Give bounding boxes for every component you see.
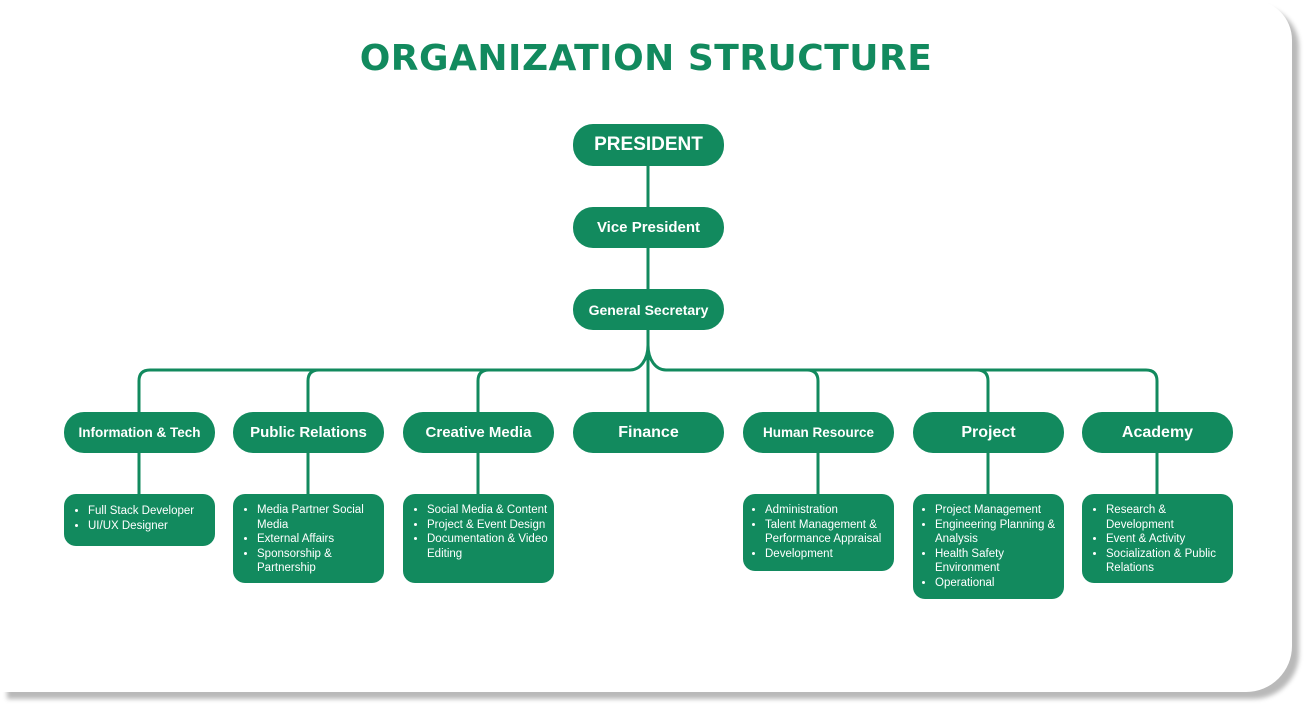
connector-drop-human-resource [806, 368, 820, 412]
role-item: Media Partner Social Media [257, 503, 378, 532]
role-item: Operational [935, 576, 1062, 591]
roles-box-creative-media: Social Media & Content Project & Event D… [403, 494, 554, 583]
role-item: Health Safety Environment [935, 547, 1062, 576]
roles-box-project: Project Management Engineering Planning … [913, 494, 1064, 599]
connector-drop-project [976, 368, 990, 412]
roles-list: Research & Development Event & Activity … [1094, 503, 1227, 576]
connector-lines [137, 166, 1159, 494]
role-item: Sponsorship & Partnership [257, 547, 378, 576]
role-item: Administration [765, 503, 892, 518]
roles-list: Project Management Engineering Planning … [923, 503, 1062, 590]
node-dept-academy: Academy [1082, 412, 1233, 453]
roles-box-information-tech: Full Stack Developer UI/UX Designer [64, 494, 215, 546]
role-item: UI/UX Designer [88, 519, 209, 534]
dept-label: Project [961, 423, 1016, 441]
role-item: Research & Development [1106, 503, 1227, 532]
node-dept-human-resource: Human Resource [743, 412, 894, 453]
dept-label: Human Resource [762, 425, 875, 440]
node-president-label: PRESIDENT [594, 134, 703, 155]
role-item: Social Media & Content [427, 503, 548, 518]
connector-branch-right [646, 344, 1159, 412]
connector-drop-creative-media [476, 368, 490, 412]
node-dept-finance: Finance [573, 412, 724, 453]
roles-box-public-relations: Media Partner Social Media External Affa… [233, 494, 384, 583]
node-dept-creative-media: Creative Media [403, 412, 554, 453]
node-vice-president: Vice President [573, 207, 724, 248]
roles-box-academy: Research & Development Event & Activity … [1082, 494, 1233, 583]
connector-drop-public-relations [306, 368, 320, 412]
node-dept-public-relations: Public Relations [233, 412, 384, 453]
role-item: Full Stack Developer [88, 504, 209, 519]
page-title: ORGANIZATION STRUCTURE [359, 38, 933, 79]
dept-label: Public Relations [250, 424, 367, 441]
node-dept-information-tech: Information & Tech [64, 412, 215, 453]
roles-box-human-resource: Administration Talent Management & Perfo… [743, 494, 894, 571]
role-item: Development [765, 547, 892, 562]
role-item: Talent Management & Performance Appraisa… [765, 518, 892, 547]
role-item: Project & Event Design [427, 518, 548, 533]
node-general-secretary: General Secretary [573, 289, 724, 330]
dept-label: Finance [618, 423, 679, 441]
connector-branch-left [137, 344, 650, 412]
dept-label: Academy [1121, 423, 1194, 441]
roles-list: Media Partner Social Media External Affa… [245, 503, 378, 576]
dept-label: Creative Media [425, 424, 532, 441]
node-general-secretary-label: General Secretary [588, 301, 709, 318]
node-vice-president-label: Vice President [596, 219, 701, 236]
node-president: PRESIDENT [573, 124, 724, 166]
node-dept-project: Project [913, 412, 1064, 453]
roles-list: Full Stack Developer UI/UX Designer [76, 504, 209, 533]
roles-list: Social Media & Content Project & Event D… [415, 503, 548, 561]
role-item: Engineering Planning & Analysis [935, 518, 1062, 547]
dept-label: Information & Tech [78, 425, 201, 440]
role-item: External Affairs [257, 532, 378, 547]
role-item: Project Management [935, 503, 1062, 518]
role-item: Event & Activity [1106, 532, 1227, 547]
roles-list: Administration Talent Management & Perfo… [753, 503, 892, 561]
role-item: Documentation & Video Editing [427, 532, 548, 561]
role-item: Socialization & Public Relations [1106, 547, 1227, 576]
org-chart-card: ORGANIZATION STRUCTURE PRESIDENT Vice Pr… [0, 0, 1292, 692]
